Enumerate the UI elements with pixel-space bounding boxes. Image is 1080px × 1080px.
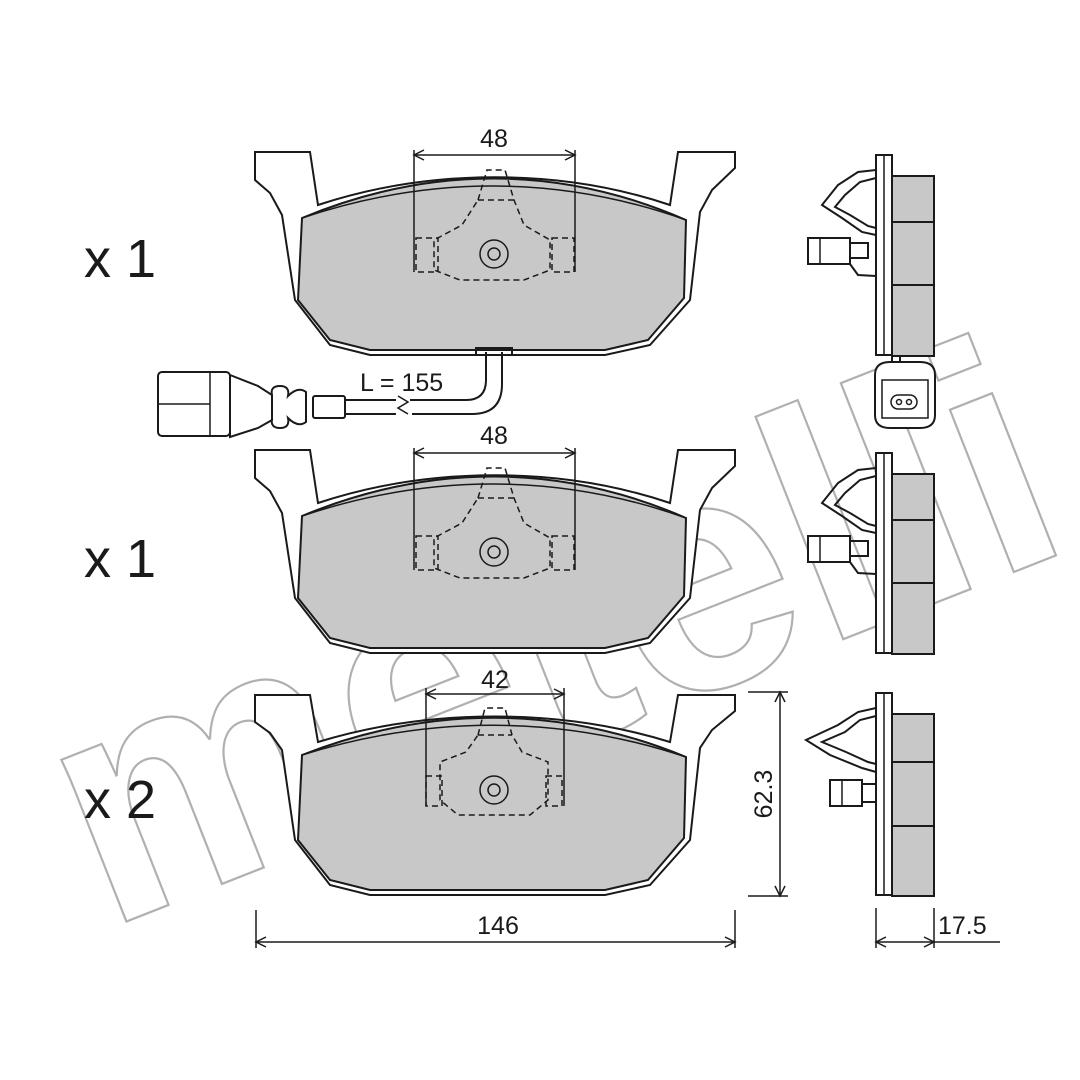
pad-front-view-row-3 [254, 694, 736, 896]
wear-sensor-cable: L = 155 [157, 362, 503, 439]
pad-side-view-row-3 [803, 692, 935, 897]
dimension-48-row-2: 48 [412, 422, 577, 570]
svg-text:L = 155: L = 155 [360, 369, 443, 397]
dimension-total-width: 146 [254, 910, 737, 948]
quantity-label-row-2: x 1 [84, 529, 156, 589]
svg-text:17.5: 17.5 [938, 912, 987, 940]
pad-front-view-row-1 [254, 151, 736, 362]
svg-text:42: 42 [481, 666, 509, 694]
pad-side-view-row-1 [807, 154, 936, 429]
dimension-48-row-1: 48 [412, 125, 577, 272]
svg-text:62.3: 62.3 [750, 770, 778, 819]
svg-text:48: 48 [480, 125, 508, 153]
quantity-label-row-3: x 2 [84, 770, 156, 830]
svg-text:48: 48 [480, 422, 508, 450]
dimension-height: 62.3 [748, 690, 788, 898]
svg-text:146: 146 [477, 912, 519, 940]
dimension-thickness: 17.5 [874, 908, 1000, 948]
dimension-42-row-3: 42 [424, 666, 566, 806]
quantity-label-row-1: x 1 [84, 229, 156, 289]
